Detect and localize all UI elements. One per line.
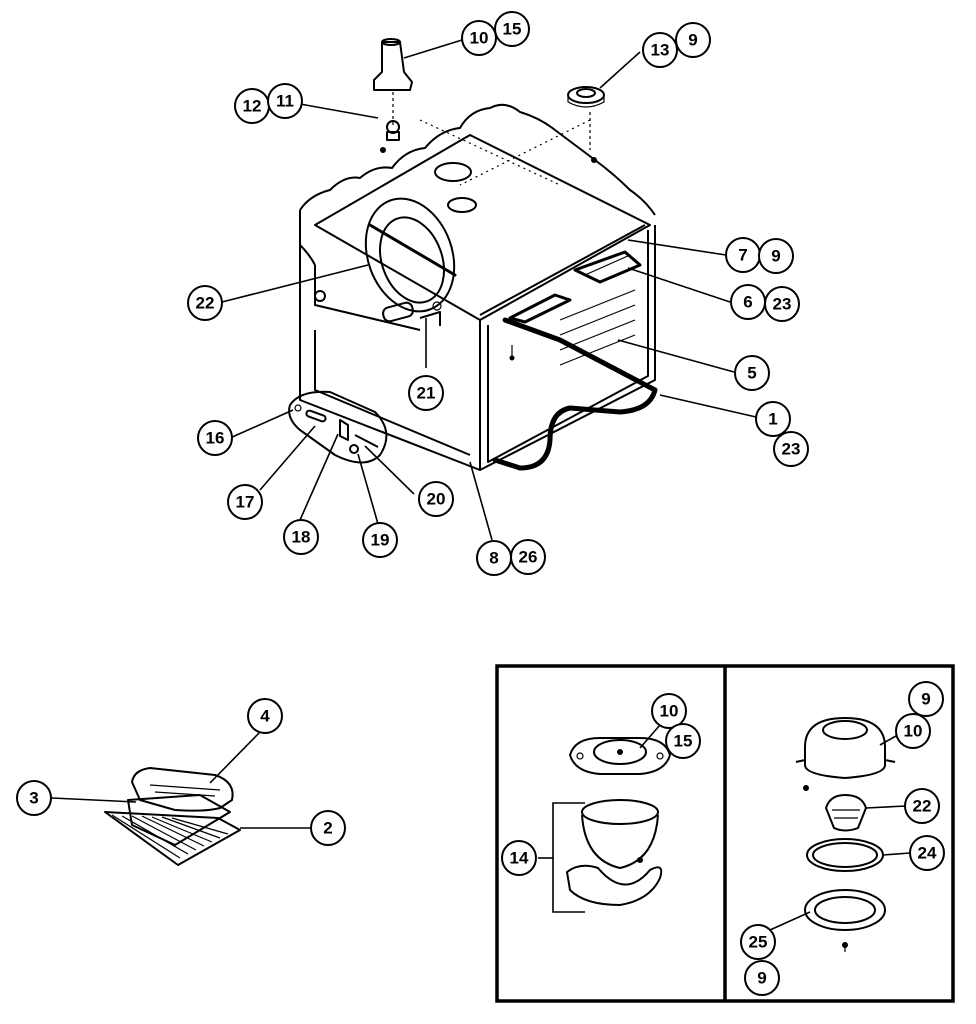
svg-text:9: 9	[757, 969, 766, 988]
svg-text:8: 8	[489, 549, 498, 568]
svg-text:4: 4	[260, 707, 270, 726]
svg-text:19: 19	[371, 531, 390, 550]
svg-text:1: 1	[768, 410, 777, 429]
svg-text:11: 11	[276, 92, 294, 111]
callout-23-b: 23	[773, 431, 809, 467]
svg-text:6: 6	[743, 293, 752, 312]
callout-18: 18	[283, 519, 319, 555]
light-socket-parts	[552, 737, 671, 913]
callout-9-bottom: 9	[744, 960, 780, 996]
callout-11: 11	[267, 83, 303, 119]
callout-15-top: 15	[494, 11, 530, 47]
callout-16: 16	[197, 420, 233, 456]
callout-25: 25	[740, 924, 776, 960]
svg-text:17: 17	[236, 493, 255, 512]
svg-text:22: 22	[196, 294, 215, 313]
svg-text:14: 14	[510, 849, 529, 868]
svg-text:20: 20	[427, 490, 446, 509]
callout-10-top: 10	[461, 20, 497, 56]
side-access-plate	[288, 390, 388, 464]
callout-17: 17	[227, 484, 263, 520]
svg-text:10: 10	[660, 702, 679, 721]
svg-text:22: 22	[913, 797, 932, 816]
callout-14: 14	[501, 840, 537, 876]
callout-10-inset2: 10	[895, 713, 931, 749]
top-vent-fittings	[373, 38, 605, 186]
svg-text:9: 9	[771, 247, 780, 266]
callout-8: 8	[476, 540, 512, 576]
svg-text:7: 7	[738, 246, 747, 265]
light-lens-parts	[795, 717, 896, 952]
callout-9-right: 9	[758, 238, 794, 274]
svg-text:15: 15	[503, 20, 522, 39]
callout-22-inset: 22	[904, 788, 940, 824]
svg-text:16: 16	[206, 429, 225, 448]
svg-text:13: 13	[651, 41, 670, 60]
callout-22-main: 22	[187, 285, 223, 321]
callout-9-top: 9	[675, 22, 711, 58]
svg-text:15: 15	[674, 732, 693, 751]
callout-26: 26	[510, 539, 546, 575]
callout-3: 3	[16, 780, 52, 816]
callout-2: 2	[310, 810, 346, 846]
svg-text:9: 9	[688, 31, 697, 50]
svg-text:26: 26	[519, 548, 538, 567]
svg-text:10: 10	[904, 722, 923, 741]
callout-23-a: 23	[764, 286, 800, 322]
callout-21: 21	[408, 375, 444, 411]
svg-text:2: 2	[323, 819, 332, 838]
oven-cavity	[299, 103, 658, 471]
callout-7: 7	[725, 237, 761, 273]
door-gasket-assembly	[104, 767, 241, 866]
callout-1: 1	[755, 401, 791, 437]
callout-9-inset: 9	[908, 681, 944, 717]
callout-6: 6	[730, 284, 766, 320]
callout-24: 24	[909, 835, 945, 871]
callout-19: 19	[362, 522, 398, 558]
svg-text:18: 18	[292, 528, 311, 547]
svg-text:5: 5	[747, 364, 756, 383]
callout-20: 20	[418, 481, 454, 517]
svg-text:23: 23	[782, 440, 801, 459]
svg-text:3: 3	[29, 789, 38, 808]
callout-13: 13	[642, 32, 678, 68]
svg-text:24: 24	[918, 844, 937, 863]
svg-text:9: 9	[921, 690, 930, 709]
callout-12: 12	[234, 88, 270, 124]
callout-4: 4	[247, 698, 283, 734]
leader-lines	[51, 39, 911, 931]
callout-10-inset: 10	[651, 693, 687, 729]
callout-15-inset: 15	[665, 723, 701, 759]
svg-text:25: 25	[749, 933, 768, 952]
svg-text:21: 21	[417, 384, 436, 403]
svg-text:12: 12	[243, 97, 262, 116]
callout-5: 5	[734, 355, 770, 391]
svg-text:23: 23	[773, 295, 792, 314]
svg-text:10: 10	[470, 29, 489, 48]
